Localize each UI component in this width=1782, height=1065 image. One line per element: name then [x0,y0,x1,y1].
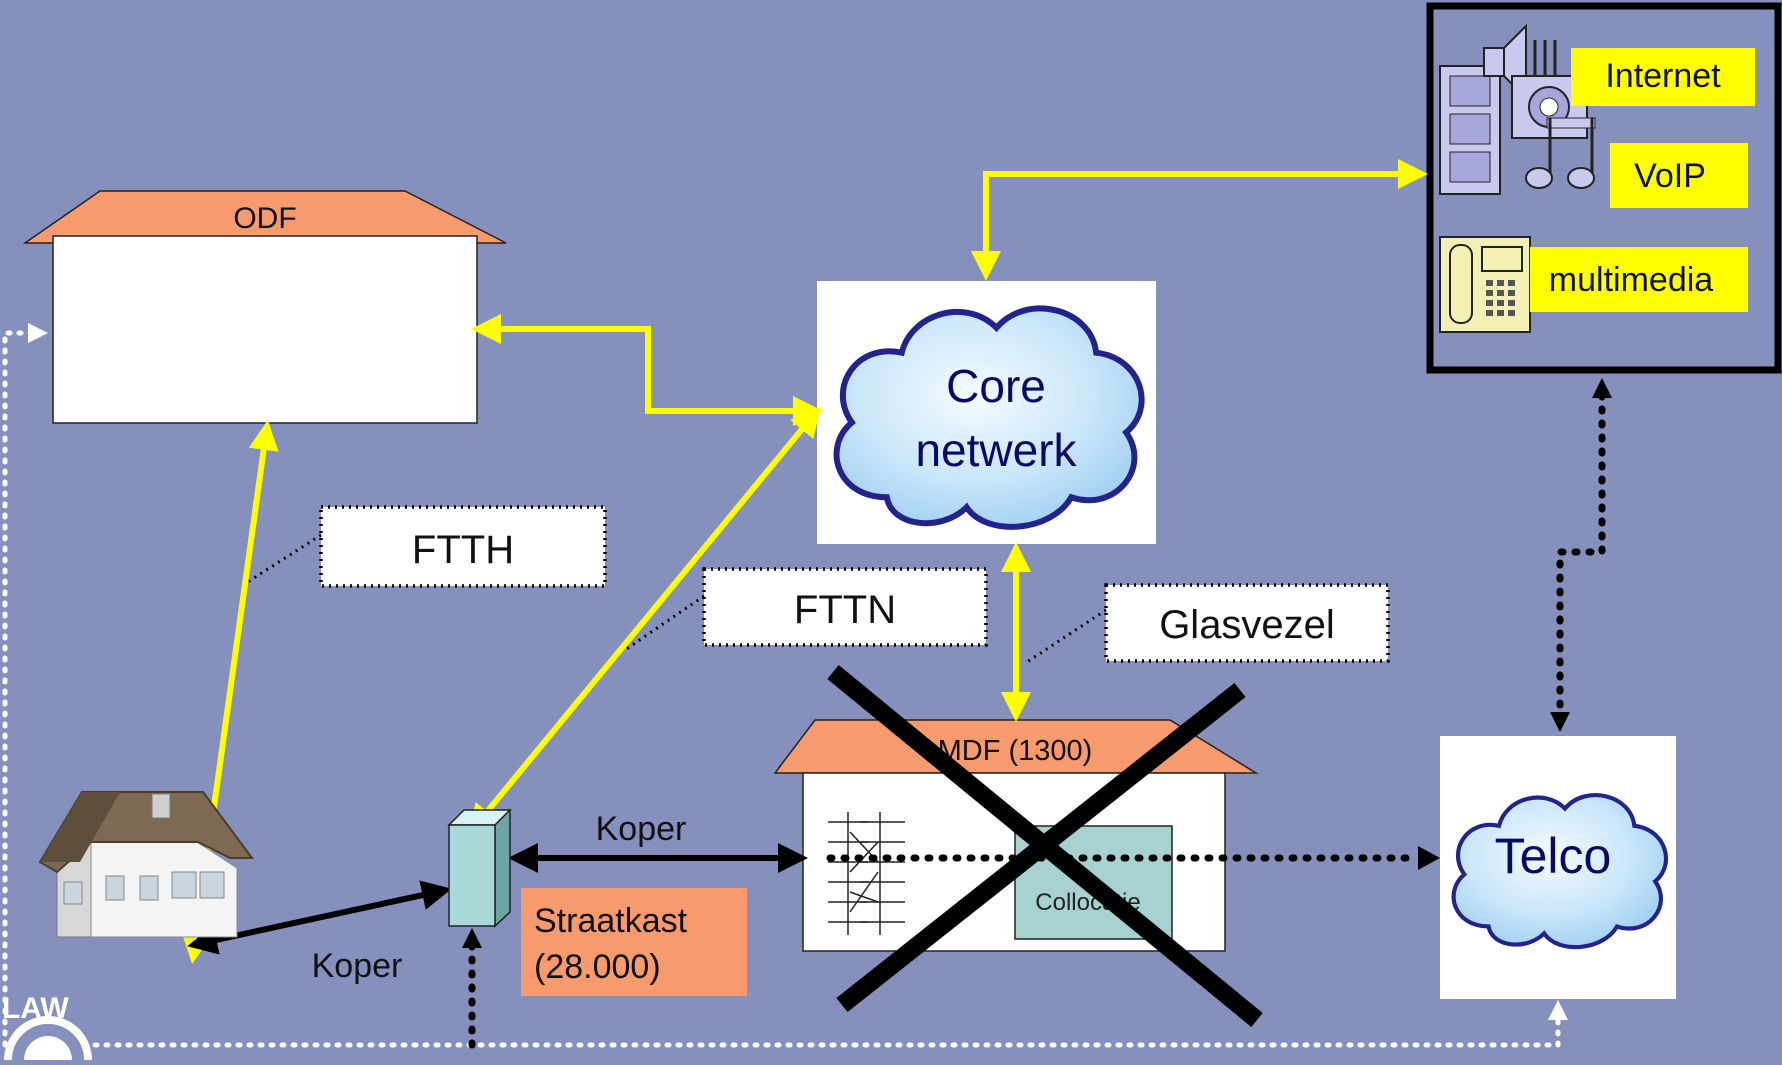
mdf-label: MDF (1300) [938,735,1093,767]
ftth-label-box: FTTH [319,505,607,588]
mdf-building: MDF (1300) Collocatie [773,719,1259,952]
dotted-mdf-telco-line [826,846,1440,870]
house-icon [38,791,254,938]
odf-label: ODF [233,202,296,235]
logo-seal-icon: LAW [2,992,92,1065]
core-network-cloud: Core netwerk [817,281,1156,544]
core-label-line2: netwerk [915,424,1077,476]
fiber-core-cabinet [468,406,821,835]
odf-body [52,235,478,424]
straatkast-label-line1: Straatkast [534,902,688,940]
mdf-cross-out [827,665,1263,1027]
internet-label: Internet [1605,57,1721,95]
services-box: Internet VoIP multimedia [1426,2,1782,374]
dotted-cabinet-line [462,928,482,1049]
voip-label: VoIP [1634,157,1706,195]
core-label-line1: Core [946,360,1046,412]
straatkast-box [521,888,747,996]
fiber-odf-core [471,314,823,426]
glasvezel-label-box: Glasvezel [1104,583,1390,663]
telephone-icon [1439,236,1531,333]
ftth-label: FTTH [412,528,514,572]
telco-label: Telco [1495,828,1612,884]
internet-label-box [1571,48,1755,106]
telco-cloud: Telco [1440,736,1676,999]
straatkast-label-line2: (28.000) [534,948,661,986]
fttn-label: FTTN [794,588,896,632]
music-note-icon [1525,117,1596,189]
koper-top-label: Koper [596,810,687,848]
odf-building: ODF [22,190,507,424]
fttn-label-box: FTTN [702,567,988,647]
film-icon [1439,65,1501,195]
koper-bottom-label: Koper [312,947,403,985]
white-arrowhead-odf [28,323,48,343]
multimedia-label: multimedia [1549,261,1713,299]
fiber-core-services [971,159,1428,281]
glasvezel-label: Glasvezel [1159,603,1335,647]
street-cabinet-icon [447,808,512,928]
dotted-services-telco-line [1550,378,1612,732]
voip-label-box [1610,143,1748,208]
multimedia-label-box [1530,247,1748,312]
white-arrowhead-telco [1548,1000,1568,1020]
distribution-frame-icon [828,812,905,935]
